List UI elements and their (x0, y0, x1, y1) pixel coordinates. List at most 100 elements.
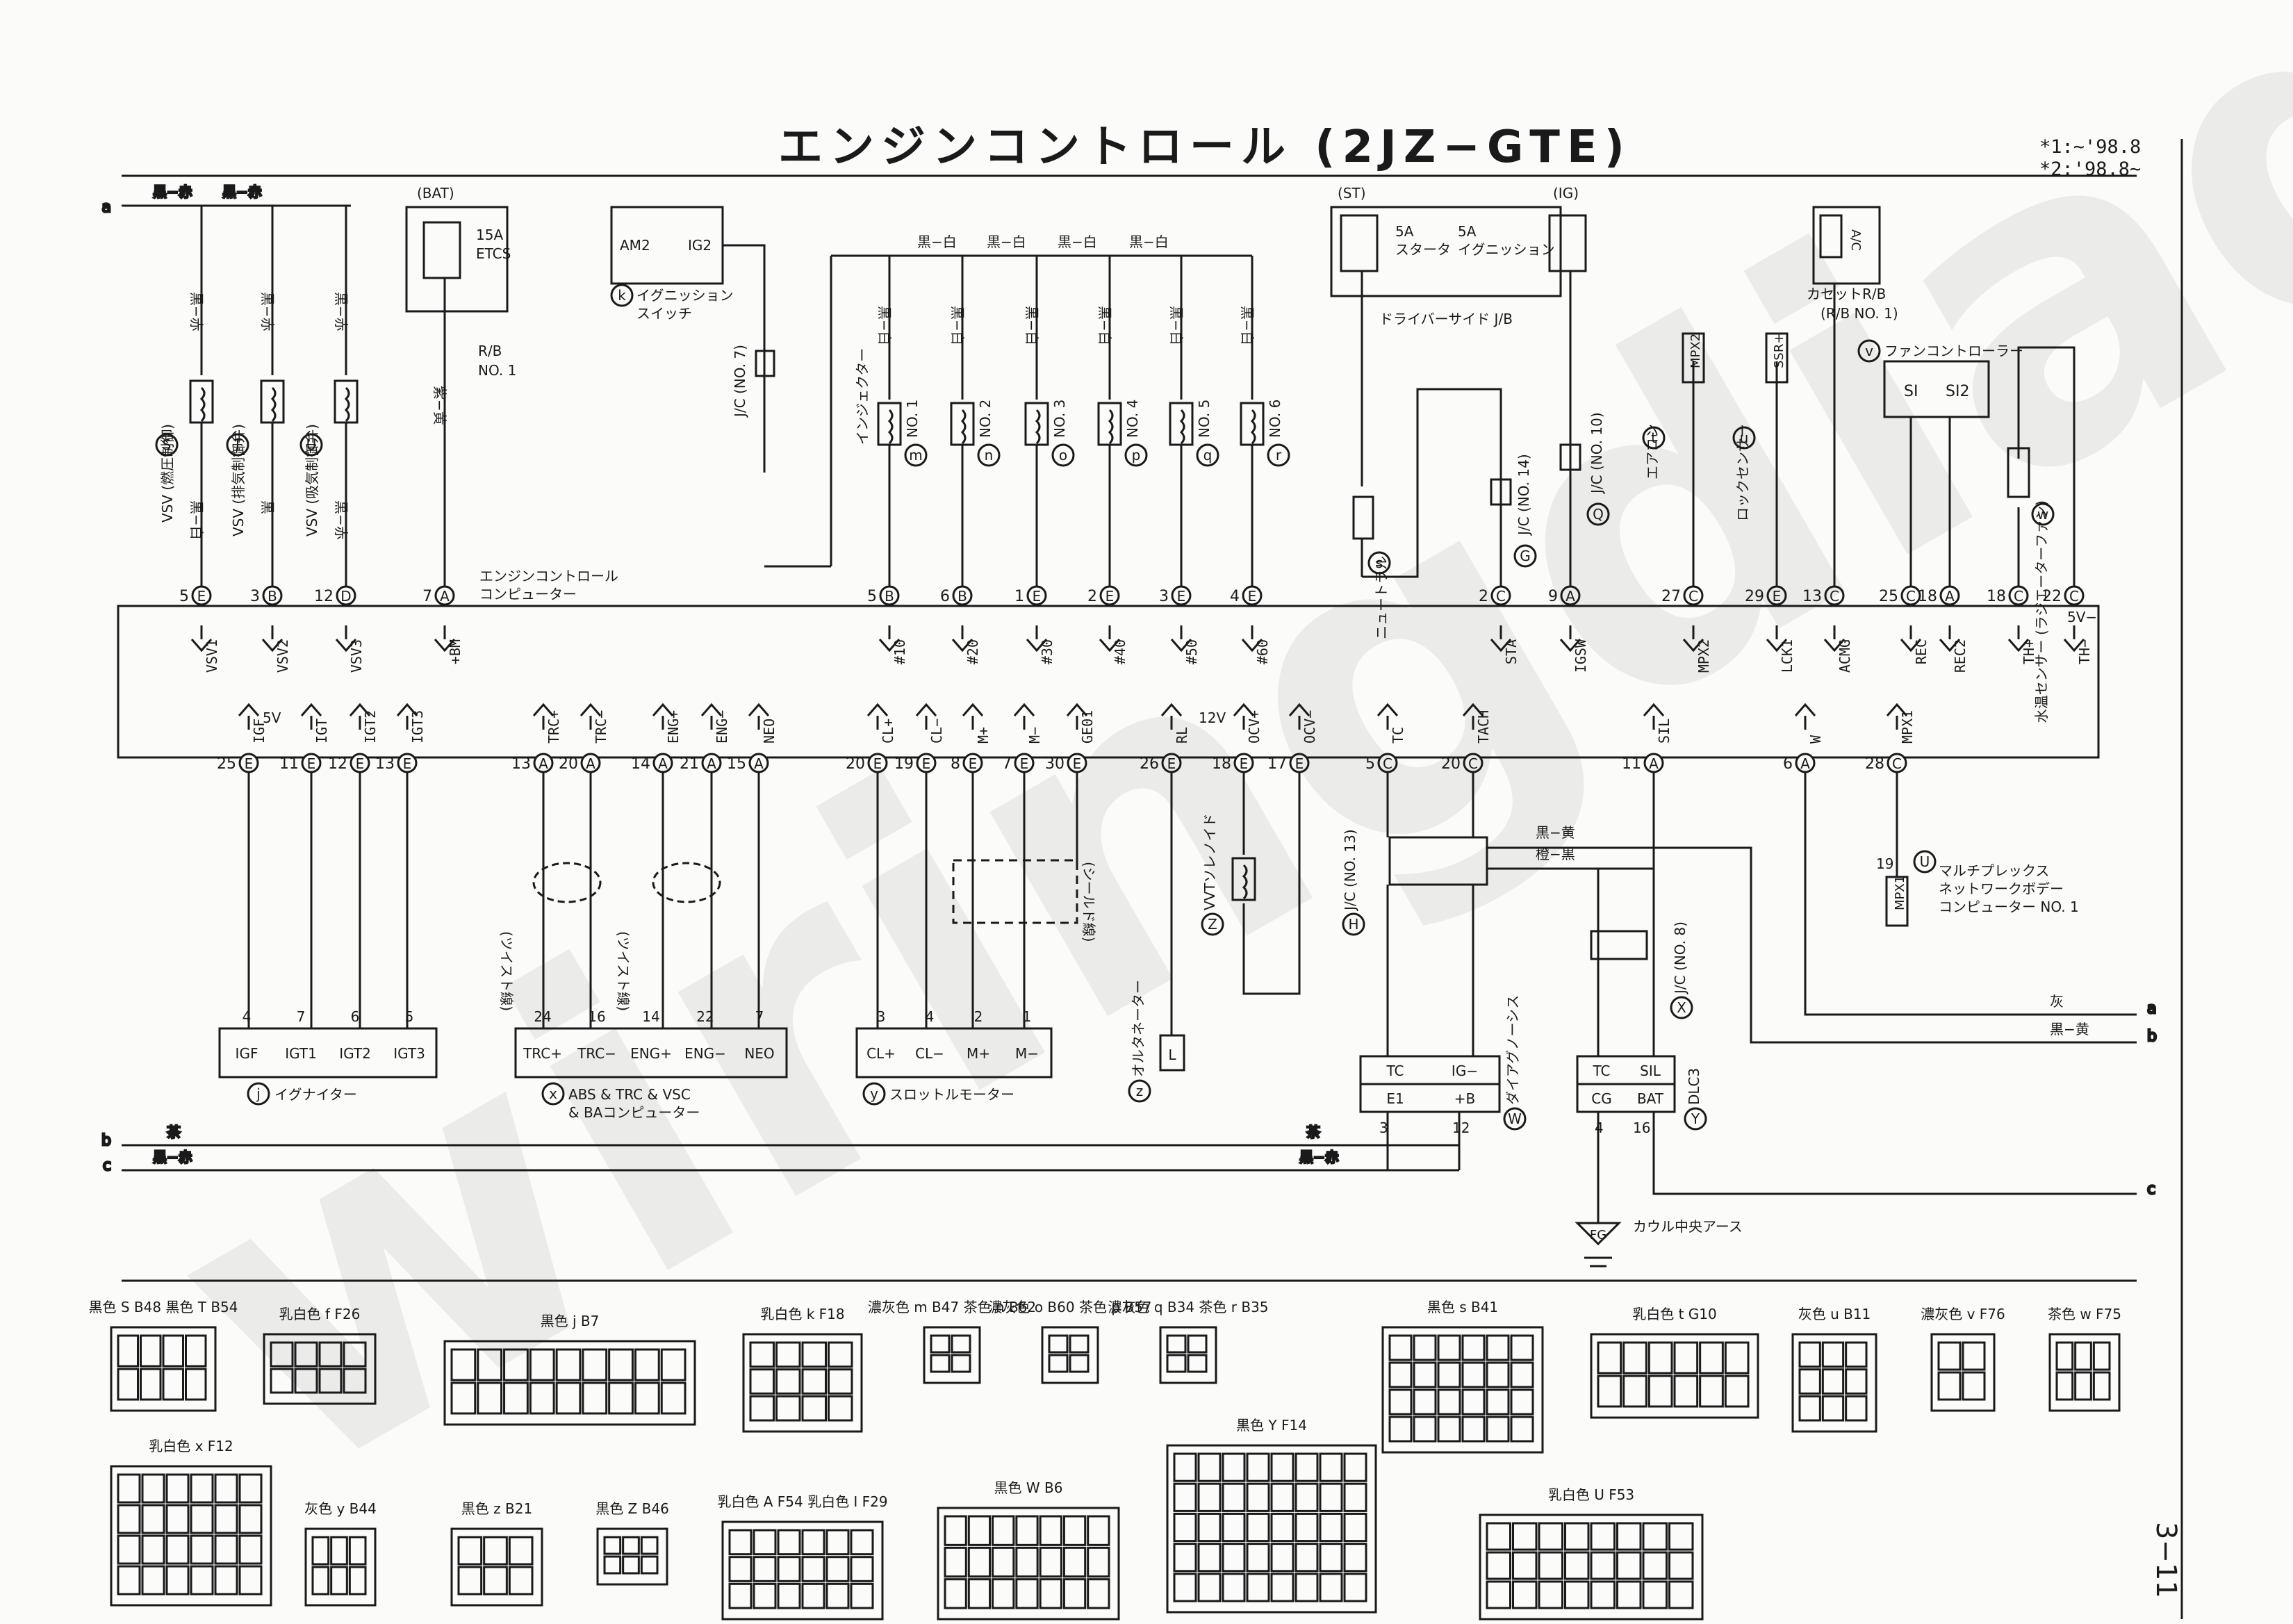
connector-cavity (330, 1566, 348, 1596)
component-pin-no: 3 (877, 1008, 886, 1025)
st-box: (ST) (1338, 185, 1366, 202)
connector-letter: E (1073, 755, 1082, 772)
pin-number: 17 (1267, 755, 1287, 773)
ecu-pin-signal: IGF (251, 719, 268, 744)
connector-cavity (1270, 1512, 1295, 1543)
wire-color: 黒−白 (987, 233, 1026, 250)
connector-cavity (1699, 1341, 1724, 1375)
dlc-no: 16 (1633, 1119, 1650, 1136)
component-code: z (1136, 1083, 1144, 1099)
connector-cavity (1486, 1522, 1511, 1551)
connector-cavity (777, 1582, 801, 1609)
ig-name: イグニッション (636, 287, 734, 304)
jc10-block (1559, 443, 1581, 471)
connector-circle (1067, 753, 1087, 773)
connector-body (742, 1333, 863, 1433)
ecu-pin-signal: OCV+ (1246, 710, 1263, 744)
connector-cavity (117, 1368, 139, 1401)
connector-cavity (2074, 1371, 2092, 1401)
connector-cavity (1295, 1452, 1319, 1482)
connector-label: 乳白色 x F12 (149, 1438, 233, 1454)
temp-name: 水温センサー (ラジエーターファン) (2033, 500, 2050, 723)
voltage-label: 5V− (2067, 609, 2097, 625)
coil-box (334, 379, 359, 424)
component-code: u (1740, 429, 1749, 446)
connector-circle (1289, 753, 1310, 773)
connector-cavity (640, 1536, 659, 1555)
jb-box (1330, 206, 1562, 297)
connector-cavity (1673, 1341, 1699, 1375)
connector-cavity (1845, 1395, 1868, 1422)
connector-letter: C (1892, 755, 1902, 772)
connector-cavity (992, 1546, 1015, 1578)
connector-label: 黒色 W B6 (994, 1479, 1063, 1496)
connector-cavity (1048, 1334, 1069, 1354)
transistor-icon (1288, 703, 1310, 730)
connector-cavity (141, 1534, 165, 1565)
pin-number: 19 (894, 755, 914, 773)
coil-box (1097, 402, 1122, 446)
connector-circle (1887, 753, 1907, 773)
throttle-name: スロットルモーター (889, 1086, 1014, 1103)
fuse-st (1340, 214, 1379, 272)
transistor-icon (1559, 625, 1581, 653)
component-pin: IGT2 (339, 1045, 371, 1062)
component-code-circle (977, 443, 1001, 467)
connector-letter: A (440, 588, 450, 605)
connector-body (1479, 1514, 1704, 1621)
connector-cavity (634, 1381, 660, 1415)
connector-cavity (728, 1529, 753, 1556)
connector-cavity (477, 1381, 503, 1415)
connector-cavity (483, 1536, 508, 1566)
connector-cavity (1724, 1341, 1750, 1375)
jc14-name: J/C (NO. 14) (1515, 454, 1532, 536)
connector-circle (1939, 585, 1960, 606)
connector-cavity (1187, 1354, 1208, 1373)
component-pin: CL+ (866, 1045, 896, 1062)
connector-body (2048, 1333, 2121, 1412)
connector-F76: 濃灰色 v F76 (1921, 1306, 2005, 1412)
connector-circle (1161, 753, 1182, 773)
connector-cavity (1319, 1543, 1343, 1573)
connector-circle (301, 753, 322, 773)
connector-B34-B35: 濃灰色 q B34 茶色 r B35 (1108, 1299, 1269, 1384)
connector-cavity (1413, 1361, 1437, 1388)
connector-body (450, 1527, 543, 1607)
ecu-pin-signal: ENG− (714, 710, 730, 744)
wire-color: 黒−白 (949, 306, 966, 345)
fuse-name: スタータ (1395, 241, 1451, 258)
connector-cavity (190, 1565, 214, 1596)
vsv-name: VSV (吸気制御弁) (304, 424, 320, 536)
connector-cavity (1222, 1573, 1246, 1602)
connector-cavity (165, 1534, 190, 1565)
component-code-circle (226, 433, 249, 457)
transistor-icon (1241, 625, 1263, 653)
connector-letter: C (1496, 588, 1506, 605)
temp-sensor (2007, 447, 2030, 498)
connector-letter: E (922, 755, 931, 772)
connector-cavity (828, 1341, 853, 1368)
component-pin: NEO (744, 1045, 774, 1062)
connector-body (304, 1527, 377, 1607)
pin-number: 15 (727, 755, 746, 773)
connector-F14: 黒色 Y F14 (1166, 1417, 1377, 1614)
connector-circle (580, 753, 601, 773)
component-code: p (1132, 447, 1141, 464)
connector-cavity (1538, 1551, 1563, 1580)
connector-cavity (450, 1381, 477, 1415)
connector-cavity (603, 1555, 622, 1575)
transistor-icon (261, 625, 283, 653)
connector-cavity (1222, 1482, 1246, 1512)
connector-cavity (850, 1582, 874, 1609)
ecu-pin-signal: #10 (891, 639, 908, 664)
component-code-circle (1586, 502, 1610, 526)
rb1-name: R/B (478, 343, 502, 359)
coil-box (1240, 402, 1265, 446)
connector-cavity (311, 1566, 330, 1596)
connector-circle (2008, 585, 2029, 606)
component-pin-no: 7 (755, 1008, 764, 1025)
transistor-icon (1900, 625, 1922, 653)
connector-cavity (140, 1334, 162, 1368)
connector-cavity (1270, 1482, 1295, 1512)
